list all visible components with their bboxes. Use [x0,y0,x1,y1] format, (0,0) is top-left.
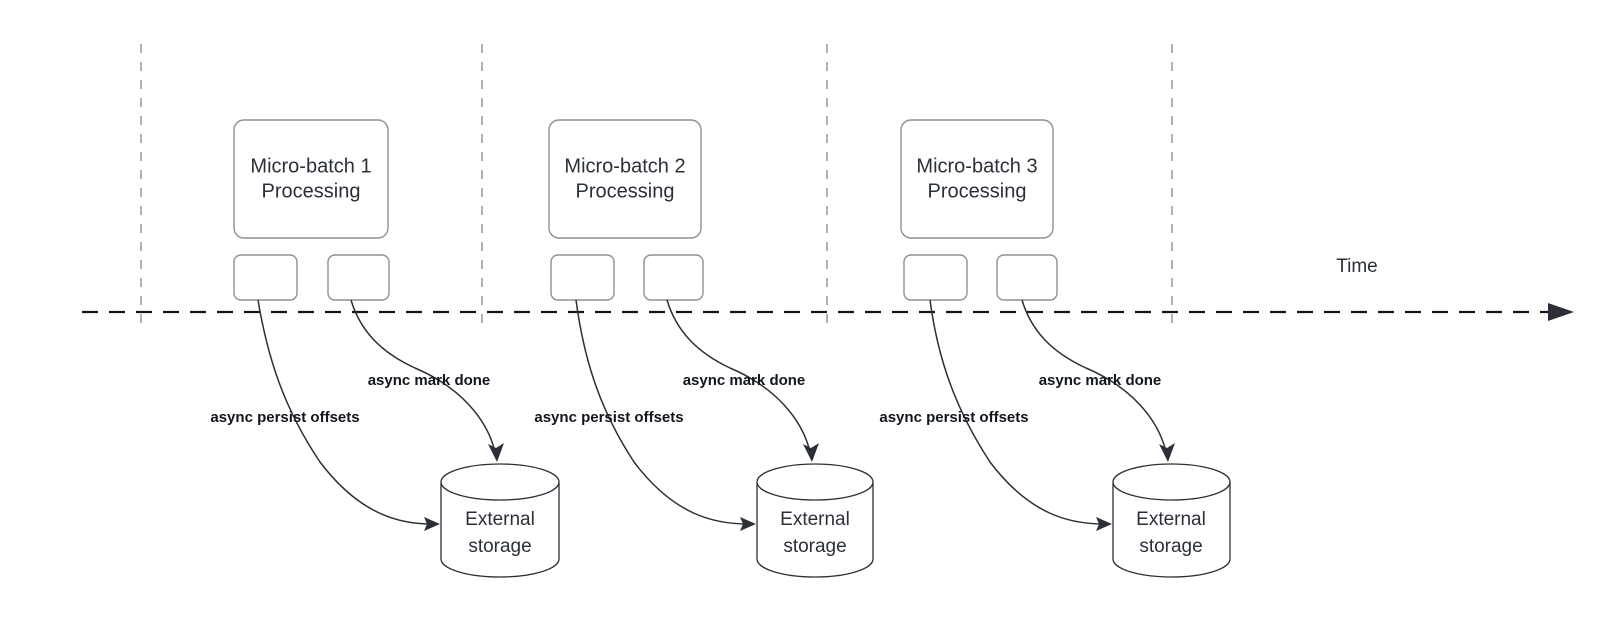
persist-offsets-arrowhead-2 [740,517,756,531]
persist-offsets-label-1: async persist offsets [210,409,359,426]
micro-batch-group-3: Micro-batch 3 Processing async persist o… [879,119,1231,578]
time-axis-label: Time [1336,256,1378,277]
micro-batch-1-box[interactable] [233,119,389,239]
micro-batch-group-1: Micro-batch 1 Processing async persist o… [210,119,560,578]
mark-done-edge-3 [1021,299,1166,449]
external-storage-cylinder-2[interactable]: External storage [756,463,874,578]
mark-done-label-3: async mark done [1039,372,1162,389]
micro-batch-2-box[interactable] [548,119,702,239]
persist-offsets-label-2: async persist offsets [534,409,683,426]
mark-done-edge-2 [666,299,810,449]
external-storage-cylinder-3[interactable]: External storage [1112,463,1231,578]
mark-done-edge-1 [350,299,495,449]
external-storage-label-1-line2: storage [468,536,531,557]
micro-batch-1-label-line2: Processing [262,180,361,202]
persist-offsets-edge-2 [575,299,749,525]
cylinder-top-ellipse-2 [756,463,874,501]
mark-done-label-2: async mark done [683,372,806,389]
micro-batch-3-label-line2: Processing [928,180,1027,202]
persist-offsets-arrowhead-1 [424,517,440,531]
micro-batch-2-label-line1: Micro-batch 2 [564,155,685,177]
persist-offsets-edge-3 [929,299,1105,525]
micro-batch-1-label-line1: Micro-batch 1 [250,155,371,177]
micro-batch-2-task-box-b[interactable] [643,254,704,301]
micro-batch-3-label-line1: Micro-batch 3 [916,155,1037,177]
external-storage-label-2-line1: External [780,509,850,530]
micro-batch-2-task-box-a[interactable] [550,254,615,301]
micro-batch-1-task-box-a[interactable] [233,254,298,301]
time-axis: Time [82,256,1574,321]
cylinder-top-ellipse-3 [1112,463,1231,501]
persist-offsets-arrowhead-3 [1096,517,1112,531]
persist-offsets-label-3: async persist offsets [879,409,1028,426]
micro-batch-2-label-line2: Processing [576,180,675,202]
time-axis-arrowhead [1548,303,1574,321]
persist-offsets-edge-1 [257,299,433,525]
mark-done-arrowhead-2 [803,443,819,462]
mark-done-label-1: async mark done [368,372,491,389]
external-storage-label-3-line2: storage [1139,536,1202,557]
mark-done-arrowhead-3 [1159,443,1175,462]
mark-done-arrowhead-1 [488,443,504,462]
external-storage-label-1-line1: External [465,509,535,530]
micro-batch-group-2: Micro-batch 2 Processing async persist o… [534,119,874,578]
external-storage-cylinder-1[interactable]: External storage [440,463,560,578]
cylinder-top-ellipse-1 [440,463,560,501]
tick-line-group [140,44,1173,330]
external-storage-label-2-line2: storage [783,536,846,557]
micro-batch-1-task-box-b[interactable] [327,254,390,301]
micro-batch-3-task-box-b[interactable] [996,254,1058,301]
external-storage-label-3-line1: External [1136,509,1206,530]
micro-batch-3-task-box-a[interactable] [903,254,968,301]
micro-batch-3-box[interactable] [900,119,1054,239]
